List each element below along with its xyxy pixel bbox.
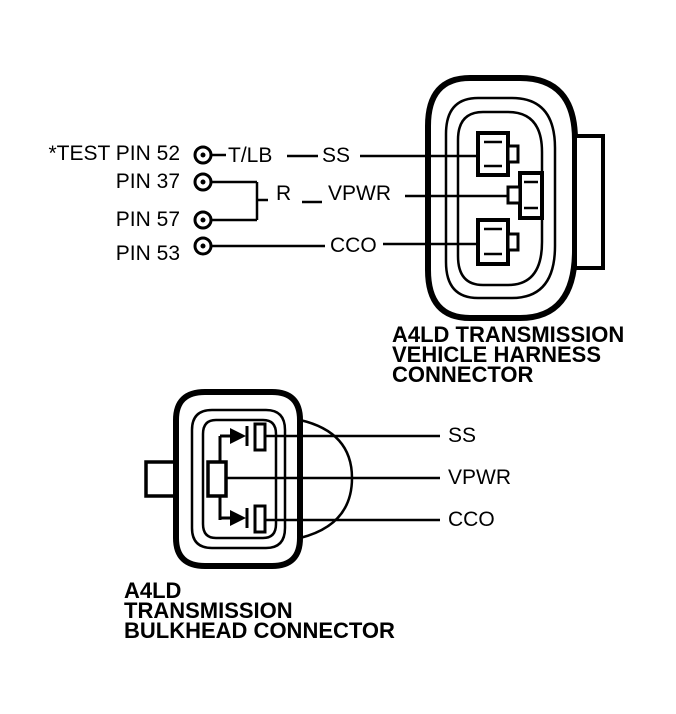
pin-terminal-53 xyxy=(193,236,213,256)
bulkhead-label-ss: SS xyxy=(448,424,476,447)
bulkhead-diode-ss xyxy=(220,422,267,452)
harness-caption-line-3: CONNECTOR xyxy=(392,362,533,387)
bulkhead-caption-line-1: A4LD xyxy=(124,578,181,603)
bulkhead-caption-line-3: BULKHEAD CONNECTOR xyxy=(124,618,395,643)
bulkhead-caption: A4LD TRANSMISSION BULKHEAD CONNECTOR xyxy=(124,578,395,643)
pin-terminal-52 xyxy=(193,145,213,165)
pin-label-37: PIN 37 xyxy=(116,170,180,193)
bulkhead-terminal-labels: SS VPWR CCO xyxy=(448,424,511,531)
pin-label-52: *TEST PIN 52 xyxy=(49,142,181,165)
bulkhead-label-cco: CCO xyxy=(448,508,495,531)
pin-terminal-57 xyxy=(193,210,213,230)
harness-terminal-vpwr xyxy=(506,171,544,220)
harness-caption: A4LD TRANSMISSION VEHICLE HARNESS CONNEC… xyxy=(392,322,624,387)
bulkhead-connector xyxy=(144,389,440,569)
bulkhead-diode-cco xyxy=(220,504,267,534)
harness-label-vpwr: VPWR xyxy=(328,182,391,205)
harness-label-cco: CCO xyxy=(330,234,377,257)
wire-label-tlb: T/LB xyxy=(228,144,272,167)
harness-caption-line-2: VEHICLE HARNESS xyxy=(392,342,601,367)
pin-terminal-37 xyxy=(193,172,213,192)
harness-wires: T/LB SS R VPWR CCO xyxy=(211,144,520,257)
harness-caption-line-1: A4LD TRANSMISSION xyxy=(392,322,624,347)
bulkhead-label-vpwr: VPWR xyxy=(448,466,511,489)
test-pins: *TEST PIN 52 PIN 37 PIN 57 PIN 53 xyxy=(49,142,213,265)
wire-label-r: R xyxy=(276,182,291,205)
pin-label-53: PIN 53 xyxy=(116,242,180,265)
harness-connector xyxy=(425,75,605,321)
harness-terminal-ss xyxy=(476,131,520,177)
harness-label-ss: SS xyxy=(322,144,350,167)
bulkhead-caption-line-2: TRANSMISSION xyxy=(124,598,293,623)
pin-label-57: PIN 57 xyxy=(116,208,180,231)
harness-terminal-cco xyxy=(476,218,520,266)
